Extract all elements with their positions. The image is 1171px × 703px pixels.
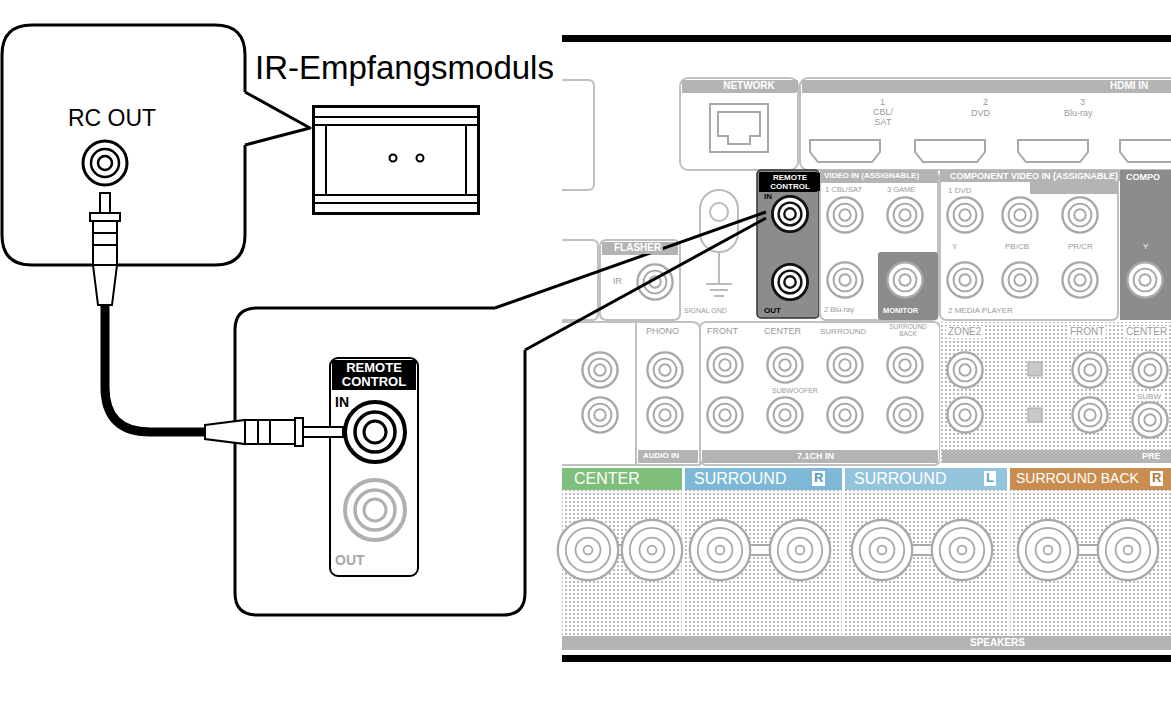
panel-label: DVD [969,108,992,118]
panel-label: COMPONENT VIDEO IN (ASSIGNABLE) [942,171,1120,181]
panel-label: CENTER [1124,326,1169,338]
panel-label: SURROUND [852,470,948,488]
panel-label: HDMI IN [1108,80,1150,92]
panel-label: Y [950,242,959,251]
panel-label: SURROUND BACK [884,323,932,338]
panel-label: IN [762,192,774,201]
node-text: IN [335,394,349,410]
node-text: OUT [335,552,365,568]
panel-label: L [984,471,996,486]
callout-box: REMOTE CONTROL IN OUT [235,308,525,615]
panel-label: CENTER [762,326,803,336]
panel-label: 2 MEDIA PLAYER [946,306,1015,315]
remote-out-jack [345,480,405,540]
panel-label: SURROUND [818,327,868,336]
panel-label: 3 [1078,97,1087,107]
panel-label: 1 CBL/SAT [823,186,864,195]
panel-label: OUT [762,306,783,315]
module-outline [312,105,480,215]
ir-receiver-module: IR-Empfangsmoduls [312,105,480,215]
node-text: RC OUT [2,105,222,131]
panel-label: AUDIO IN [641,451,681,460]
rc-out-jack [83,141,127,185]
panel-label: COMPO [1124,172,1162,182]
panel-label: MONITOR [881,307,920,316]
panel-label: VIDEO IN (ASSIGNABLE) [822,171,921,180]
panel-label: NETWORK [700,80,798,92]
panel-label: SPEAKERS [968,637,1027,649]
node-text: REMOTE CONTROL [332,361,416,389]
panel-label: SUBW [1135,392,1163,401]
panel-label: PR/CR [1066,242,1095,251]
cable [105,265,235,432]
panel-label: CBL/ SAT [866,107,900,128]
node-text: IR-Empfangsmoduls [255,49,554,87]
panel-label: PRE [1140,451,1163,461]
rca-plug-horizontal [205,418,343,446]
panel-label: R [812,471,825,486]
panel-label: Y [1141,242,1150,251]
panel-label: PB/CB [1003,242,1031,251]
panel-label: SURROUND BACK [1014,470,1141,486]
remote-in-jack [345,402,405,462]
panel-label: 2 [981,97,990,107]
rear-panel [558,35,1171,662]
panel-label: SIGNAL GND [682,307,729,315]
panel-label: 2 Blu-ray [822,306,856,315]
panel-label: R [1150,471,1163,486]
panel-label: FLASHER [612,242,663,254]
panel-label: CENTER [572,470,642,488]
panel-label: PHONO [644,326,681,336]
callout-outlines [2,25,766,615]
panel-label: 1 [878,97,887,107]
panel-label: REMOTE CONTROL [760,173,820,191]
panel-label: SURROUND [692,470,788,488]
panel-label: SUBWOOFER [770,387,820,395]
callout-box: RC OUT [2,25,245,265]
panel-label: 1 DVD [946,186,974,195]
rca-plug-vertical [90,193,120,305]
panel-label: FRONT [1068,326,1106,338]
panel-label: 7.1CH IN [795,451,836,461]
panel-label: IR [611,276,624,286]
panel-label: ZONE2 [946,326,983,338]
panel-label: FRONT [705,326,740,336]
panel-label: 3 GAME [885,186,917,195]
panel-label: Blu-ray [1062,108,1095,118]
